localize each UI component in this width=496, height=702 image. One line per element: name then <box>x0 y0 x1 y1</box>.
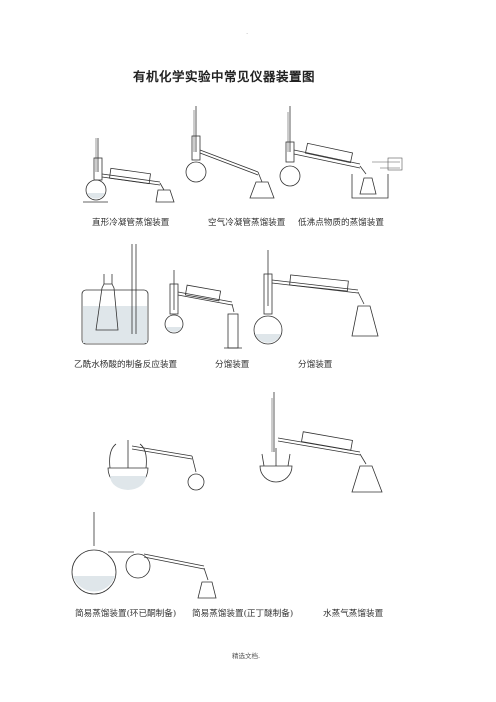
caption-low-boiling: 低沸点物质的蒸馏装置 <box>298 218 384 228</box>
steam-distillation-apparatus <box>71 512 217 599</box>
caption-fractional-2: 分馏装置 <box>298 360 333 370</box>
caption-fractional-1: 分馏装置 <box>215 360 250 370</box>
top-mark: · <box>246 30 249 38</box>
air-condenser-distillation-apparatus <box>185 106 275 199</box>
low-boiling-distillation-apparatus <box>279 106 403 199</box>
caption-acetylsalicylic: 乙酰水杨酸的制备反应装置 <box>74 360 178 370</box>
caption-straight-condenser: 直形冷凝管蒸馏装置 <box>92 218 170 228</box>
three-neck-distillation-apparatus-1 <box>107 440 205 491</box>
straight-condenser-distillation-apparatus <box>83 138 175 203</box>
fractional-distillation-apparatus-1 <box>164 270 242 349</box>
caption-butyl-ether: 简易蒸馏装置(正丁醚制备) <box>192 609 294 619</box>
page-title: 有机化学实验中常见仪器装置图 <box>132 69 315 84</box>
acetylsalicylic-acid-apparatus <box>81 244 149 345</box>
three-neck-distillation-apparatus-2 <box>259 392 383 493</box>
footer-note: 精选文档. <box>232 652 261 660</box>
caption-steam-distillation: 水蒸气蒸馏装置 <box>323 609 384 619</box>
fractional-distillation-apparatus-2 <box>253 250 379 345</box>
caption-air-condenser: 空气冷凝管蒸馏装置 <box>208 218 286 228</box>
caption-cyclohexanone: 简易蒸馏装置(环已酮制备) <box>75 609 177 619</box>
